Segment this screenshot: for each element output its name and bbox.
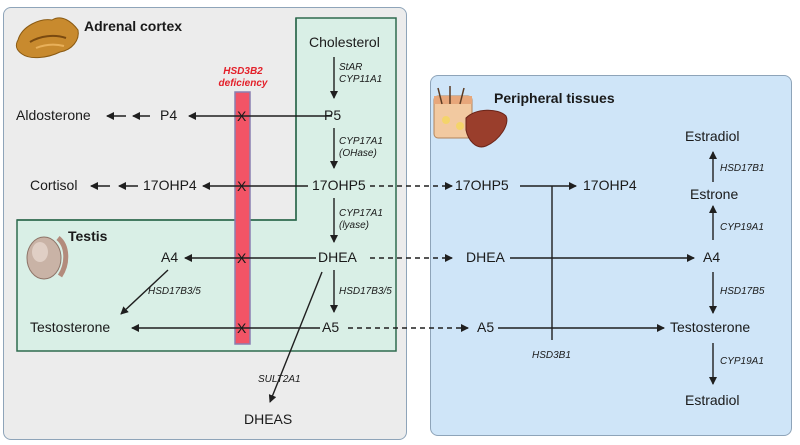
node-peripheral-a4: A4 [703, 249, 721, 265]
node-peripheral-estradiol-bottom: Estradiol [685, 392, 740, 408]
enzyme-star-cyp11a1: StAR CYP11A1 [339, 62, 382, 86]
block-mark-a5: X [237, 320, 247, 336]
deficiency-gene: HSD3B2 [223, 66, 263, 77]
block-mark-dhea: X [237, 250, 247, 266]
enzyme-cyp19a1-bottom: CYP19A1 [720, 356, 764, 367]
node-a4: A4 [161, 249, 179, 265]
testis-icon [26, 236, 69, 280]
node-testosterone: Testosterone [30, 319, 111, 335]
peripheral-arrows [498, 151, 717, 385]
enzyme-sult2a1: SULT2A1 [258, 374, 301, 385]
adrenal-region-border [17, 18, 297, 221]
node-17ohp5: 17OHP5 [312, 177, 366, 193]
node-p4: P4 [160, 107, 178, 123]
enzyme-hsd17b35-left: HSD17B3/5 [148, 286, 201, 297]
block-mark-p5: X [237, 108, 247, 124]
enzyme-star: StAR [339, 62, 363, 73]
node-peripheral-testosterone: Testosterone [670, 319, 751, 335]
enzyme-hsd3b1: HSD3B1 [532, 350, 571, 361]
enzyme-cyp17a1-b: CYP17A1 [339, 208, 383, 219]
node-peripheral-a5: A5 [477, 319, 495, 335]
node-peripheral-17ohp5: 17OHP5 [455, 177, 509, 193]
skin-icon [433, 86, 473, 139]
enzyme-cyp17a1-lyase: CYP17A1 (lyase) [339, 208, 383, 232]
peripheral-tissues-title: Peripheral tissues [494, 90, 615, 106]
liver-icon [465, 109, 508, 148]
node-peripheral-estrone: Estrone [690, 186, 739, 202]
node-a5: A5 [322, 319, 340, 335]
enzyme-ohase: (OHase) [339, 148, 377, 159]
adrenal-column-fill [297, 19, 395, 219]
enzyme-hsd17b5: HSD17B5 [720, 286, 765, 297]
block-mark-17ohp5: X [237, 178, 247, 194]
hsd3b2-deficiency-bar [234, 91, 251, 345]
node-p5: P5 [324, 107, 342, 123]
hsd3b2-deficiency-label: HSD3B2 deficiency [215, 66, 271, 90]
enzyme-hsd17b1: HSD17B1 [720, 163, 765, 174]
enzyme-lyase: (lyase) [339, 220, 370, 231]
node-aldosterone: Aldosterone [16, 107, 91, 123]
deficiency-word: deficiency [218, 78, 268, 89]
pathway-arrows [90, 57, 338, 403]
enzyme-hsd17b35-right: HSD17B3/5 [339, 286, 392, 297]
node-cholesterol: Cholesterol [309, 34, 380, 50]
enzyme-cyp17a1-ohase: CYP17A1 (OHase) [339, 136, 383, 160]
enzyme-cyp11a1: CYP11A1 [339, 74, 383, 85]
adrenal-gland-icon [15, 17, 79, 59]
adrenal-cortex-title: Adrenal cortex [84, 18, 183, 34]
node-peripheral-estradiol-top: Estradiol [685, 128, 740, 144]
node-dheas: DHEAS [244, 411, 293, 427]
node-peripheral-17ohp4: 17OHP4 [583, 177, 637, 193]
transport-arrows [348, 182, 469, 332]
enzyme-cyp19a1-top: CYP19A1 [720, 222, 764, 233]
enzyme-cyp17a1-a: CYP17A1 [339, 136, 383, 147]
node-17ohp4: 17OHP4 [143, 177, 197, 193]
testis-title: Testis [68, 228, 108, 244]
node-dhea: DHEA [318, 249, 357, 265]
node-cortisol: Cortisol [30, 177, 78, 193]
node-peripheral-dhea: DHEA [466, 249, 505, 265]
